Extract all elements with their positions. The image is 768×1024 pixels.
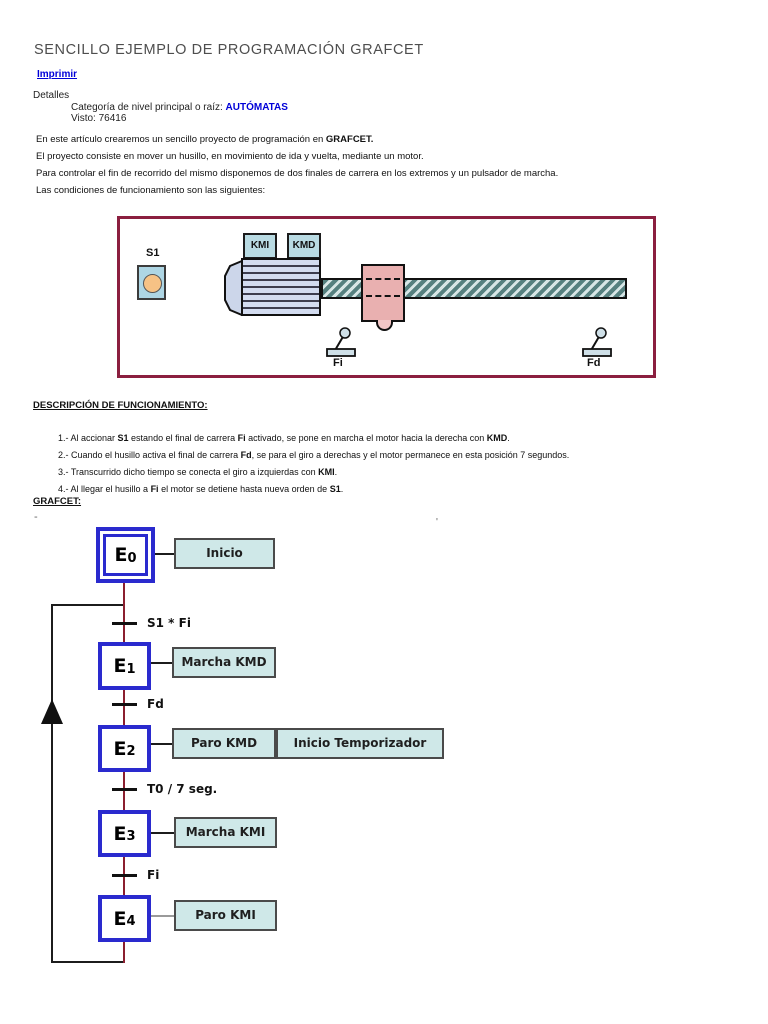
carriage-dash-bottom (366, 295, 400, 297)
step-connector (123, 942, 125, 963)
step-label: E (113, 907, 127, 930)
transition-tick (112, 703, 137, 706)
category-label: Categoría de nivel principal o raíz: (71, 102, 226, 113)
action-box-marcha-kmd: Marcha KMD (172, 647, 276, 678)
loop-line-left (51, 604, 53, 963)
carriage-icon (361, 264, 405, 322)
action-connector (151, 743, 172, 745)
step-label-sub: 1 (126, 661, 136, 677)
action-box-paro-kmi: Paro KMI (174, 900, 277, 931)
action-connector (151, 915, 174, 917)
category-line: Categoría de nivel principal o raíz: AUT… (71, 102, 288, 113)
action-connector (151, 832, 174, 834)
intro-paragraph-3: Para controlar el fin de recorrido del m… (36, 168, 559, 179)
carriage-dash-top (366, 278, 400, 280)
action-box-inicio-temporizador: Inicio Temporizador (276, 728, 444, 759)
stray-mark: ' (436, 517, 438, 528)
step-label: E (113, 822, 127, 845)
step-label-sub: 3 (126, 829, 136, 844)
transition-tick (112, 788, 137, 791)
stray-dash: - (34, 511, 38, 523)
transition-label-2: Fd (147, 697, 164, 711)
description-heading: DESCRIPCIÓN DE FUNCIONAMIENTO: (33, 400, 208, 411)
description-item-1: 1.- Al accionar S1 estando el final de c… (58, 433, 510, 443)
transition-label-1: S1 * Fi (147, 616, 191, 630)
category-link[interactable]: AUTÓMATAS (225, 102, 288, 113)
carriage-tab-icon (376, 320, 393, 331)
step-label-sub: 2 (126, 744, 136, 759)
limit-switch-fd-label: Fd (587, 357, 601, 369)
intro-paragraph-2: El proyecto consiste en mover un husillo… (36, 151, 424, 162)
transition-tick (112, 874, 137, 877)
action-connector (151, 662, 172, 664)
step-label: E (114, 544, 128, 566)
machine-diagram: S1 KMI KMD Fi Fd (117, 216, 656, 378)
step-label: E (113, 737, 127, 760)
contactor-kmi-tab: KMI (243, 233, 277, 259)
contactor-kmd-tab: KMD (287, 233, 321, 259)
details-label: Detalles (33, 90, 70, 101)
pushbutton-actuator-icon (143, 274, 162, 293)
transition-label-3: T0 / 7 seg. (147, 782, 218, 796)
motor-body-icon (241, 258, 321, 316)
step-connector (123, 690, 125, 725)
page-title: SENCILLO EJEMPLO DE PROGRAMACIÓN GRAFCET (34, 42, 424, 58)
transition-label-4: Fi (147, 868, 160, 882)
action-box-paro-kmd: Paro KMD (172, 728, 276, 759)
loop-line-top (51, 604, 124, 606)
grafcet-heading: GRAFCET: (33, 496, 82, 507)
step-connector (123, 581, 125, 642)
step-connector (123, 772, 125, 810)
views-count: Visto: 76416 (71, 113, 127, 124)
pushbutton-label: S1 (146, 247, 160, 259)
transition-tick (112, 622, 137, 625)
limit-switch-fi-icon (326, 327, 356, 357)
action-box-inicio: Inicio (174, 538, 275, 569)
description-item-2: 2.- Cuando el husillo activa el final de… (58, 450, 570, 460)
limit-switch-fd-icon (582, 327, 612, 357)
limit-switch-fi-label: Fi (333, 357, 343, 369)
action-connector (155, 553, 175, 555)
action-box-marcha-kmi: Marcha KMI (174, 817, 277, 848)
intro-paragraph-1: En este artículo crearemos un sencillo p… (36, 134, 374, 145)
intro-paragraph-4: Las condiciones de funcionamiento son la… (36, 185, 266, 196)
loop-arrow-up-icon (41, 699, 63, 724)
step-label-sub: 0 (127, 550, 137, 566)
description-item-4: 4.- Al llegar el husillo a Fi el motor s… (58, 484, 344, 494)
loop-line-bottom (51, 961, 125, 963)
step-label: E (113, 655, 127, 677)
description-item-3: 3.- Transcurrido dicho tiempo se conecta… (58, 467, 338, 477)
step-label-sub: 4 (126, 914, 136, 929)
print-link[interactable]: Imprimir (37, 69, 78, 80)
pushbutton-icon (137, 265, 166, 300)
